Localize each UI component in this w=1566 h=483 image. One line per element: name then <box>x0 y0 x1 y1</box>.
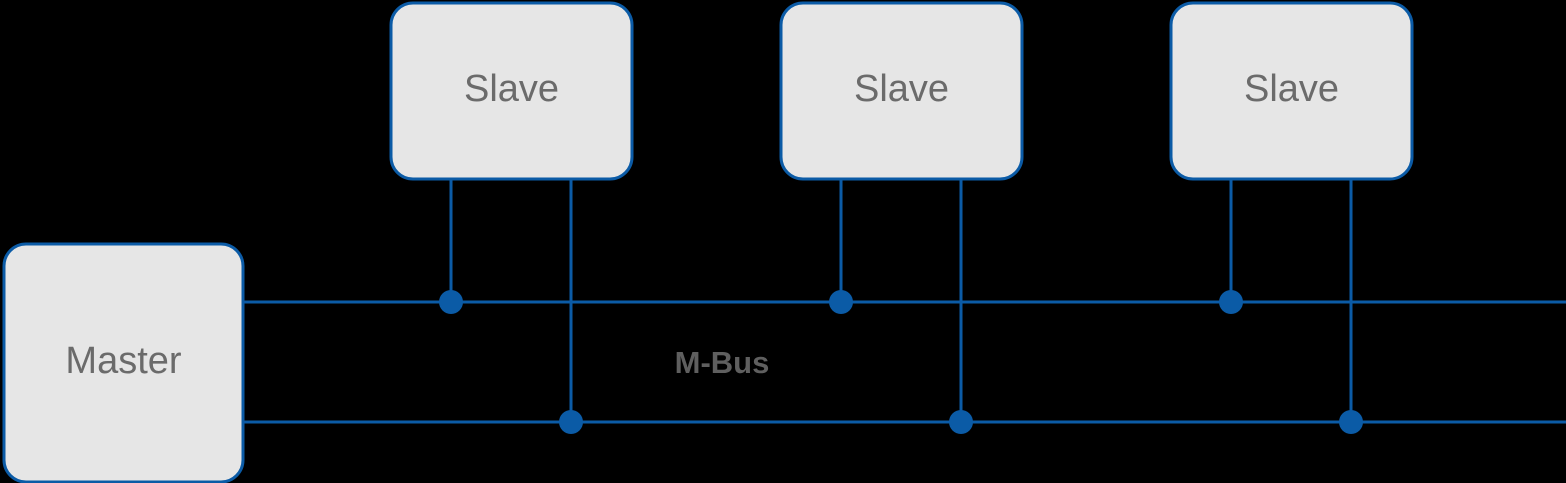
bus-lines-group <box>243 300 1566 424</box>
slave-3-box[interactable] <box>1169 1 1414 181</box>
junction-dot-slave-2-bottom <box>949 410 973 434</box>
junction-dot-slave-1-bottom <box>559 410 583 434</box>
node-slave-3[interactable]: Slave <box>1169 1 1414 181</box>
junction-dot-slave-1-top <box>439 290 463 314</box>
junction-dot-slave-2-top <box>829 290 853 314</box>
node-slave-1[interactable]: Slave <box>389 1 634 181</box>
master-box[interactable] <box>2 242 245 483</box>
slave-1-box[interactable] <box>389 1 634 181</box>
slave-3-label: Slave <box>1244 68 1339 110</box>
junction-dots-group <box>439 290 1363 434</box>
slave-2-box[interactable] <box>779 1 1024 181</box>
junction-dot-slave-3-bottom <box>1339 410 1363 434</box>
slave-1-label: Slave <box>464 68 559 110</box>
drop-lines-group <box>449 179 1353 422</box>
master-label: Master <box>65 340 181 382</box>
node-slave-2[interactable]: Slave <box>779 1 1024 181</box>
slave-2-label: Slave <box>854 68 949 110</box>
node-master[interactable]: Master <box>2 242 245 483</box>
junction-dot-slave-3-top <box>1219 290 1243 314</box>
bus-label: M-Bus <box>675 345 770 380</box>
